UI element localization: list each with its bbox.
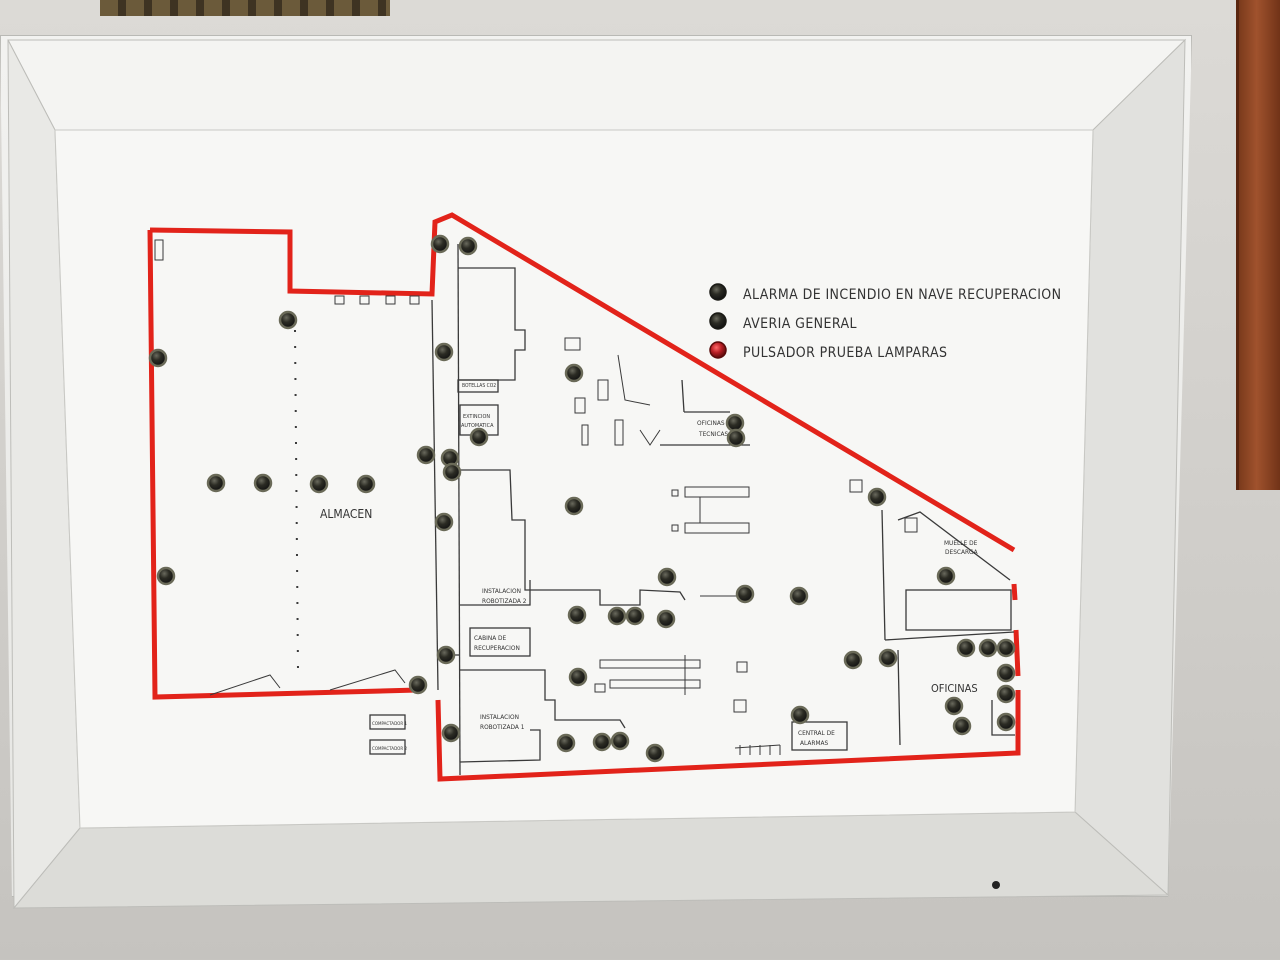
zone-indicator-lamp [309, 474, 329, 494]
zone-indicator-lamp [878, 648, 898, 668]
zone-indicator-lamp [592, 732, 612, 752]
zone-indicator-lamp [568, 667, 588, 687]
zone-indicator-lamp [789, 586, 809, 606]
label-compactador-2: COMPACTADOR 2 [372, 746, 407, 752]
label-compactador-1: COMPACTADOR 1 [372, 721, 407, 727]
zone-indicator-lamp [625, 606, 645, 626]
frame-screw [992, 881, 1000, 889]
zone-indicator-lamp [952, 716, 972, 736]
zone-indicator-lamp [434, 512, 454, 532]
zone-indicator-lamp [567, 605, 587, 625]
zone-indicator-lamp [726, 428, 746, 448]
zone-indicator-lamp [253, 473, 273, 493]
zone-indicator-lamp [148, 348, 168, 368]
zone-indicator-lamp [441, 723, 461, 743]
zone-indicator-lamp [956, 638, 976, 658]
zone-indicator-lamp [278, 310, 298, 330]
label-central-2: ALARMAS [800, 739, 829, 747]
lamp-test-button[interactable] [709, 341, 727, 359]
zone-indicator-lamp [556, 733, 576, 753]
zone-indicator-lamp [469, 427, 489, 447]
zone-indicator-lamp [564, 363, 584, 383]
legend: ALARMA DE INCENDIO EN NAVE RECUPERACION … [709, 283, 1061, 361]
zone-indicator-lamp [996, 663, 1016, 683]
wall-object [100, 0, 390, 16]
zone-indicator-lamp [416, 445, 436, 465]
boundary-line [149, 212, 1016, 553]
label-extincion-2: AUTOMATICA [461, 423, 494, 429]
zone-indicator-lamp [790, 705, 810, 725]
label-botellas: BOTELLAS CO2 [462, 383, 496, 389]
label-robot2-1: INSTALACION [482, 587, 521, 595]
zone-indicator-lamp [645, 743, 665, 763]
area-labels: ALMACEN BOTELLAS CO2 EXTINCION AUTOMATIC… [320, 383, 978, 752]
label-extincion-1: EXTINCION [463, 414, 490, 420]
zone-indicator-lamp [996, 684, 1016, 704]
zone-indicator-lamp [944, 696, 964, 716]
zone-indicator-lamp [156, 566, 176, 586]
boundary-line-left [147, 229, 419, 700]
zone-indicator-lamp [996, 712, 1016, 732]
frame-top-bevel [7, 39, 1187, 131]
wooden-frame-edge [1236, 0, 1280, 490]
zone-indicator-lamp [735, 584, 755, 604]
zone-indicator-lamp [867, 487, 887, 507]
zone-indicator-lamp [442, 462, 462, 482]
label-cabina-1: CABINA DE [474, 634, 507, 642]
zone-indicator-lamp [936, 566, 956, 586]
zone-indicator-lamp [436, 645, 456, 665]
label-oficinas-tecnicas-2: TECNICAS [698, 430, 729, 438]
zone-indicator-lamp [610, 731, 630, 751]
boundary-line-right [1013, 629, 1021, 677]
zone-indicator-lamp [206, 473, 226, 493]
label-robot2-2: ROBOTIZADA 2 [482, 597, 527, 605]
zone-indicator-lamp [725, 413, 745, 433]
zone-indicator-lamp [843, 650, 863, 670]
plan-panel [54, 129, 1094, 829]
legend-label-fire-alarm: ALARMA DE INCENDIO EN NAVE RECUPERACION [743, 287, 1061, 303]
zone-indicator-lamp [430, 234, 450, 254]
label-robot1-2: ROBOTIZADA 1 [480, 723, 525, 731]
zone-indicator-lamp [356, 474, 376, 494]
label-almacen: ALMACEN [320, 507, 372, 521]
label-muelle-1: MUELLE DE [944, 539, 978, 547]
legend-lamp-general-fault [709, 312, 727, 330]
label-robot1-1: INSTALACION [480, 713, 519, 721]
zone-indicator-lamp [434, 342, 454, 362]
machinery-details [154, 239, 918, 755]
label-central-1: CENTRAL DE [798, 729, 835, 737]
zone-indicator-lamp [657, 567, 677, 587]
boundary-line-bottom [435, 690, 1021, 782]
zone-indicator-lamp [607, 606, 627, 626]
label-oficinas-tecnicas-1: OFICINAS [697, 419, 725, 427]
zone-indicator-lamp [996, 638, 1016, 658]
internal-walls [369, 243, 1015, 776]
legend-lamp-fire-alarm [709, 283, 727, 301]
zone-indicator-lamp [564, 496, 584, 516]
zone-indicator-lamp [978, 638, 998, 658]
label-cabina-2: RECUPERACION [474, 644, 520, 652]
label-muelle-2: DESCARGA [945, 548, 978, 556]
legend-label-lamp-test: PULSADOR PRUEBA LAMPARAS [743, 345, 947, 361]
legend-label-general-fault: AVERIA GENERAL [743, 316, 857, 332]
plan-lamps [148, 234, 1016, 763]
label-oficinas: OFICINAS [931, 682, 978, 695]
zone-indicator-lamp [656, 609, 676, 629]
boundary-line-right-2 [1011, 583, 1018, 601]
zone-indicator-lamp [458, 236, 478, 256]
zone-indicator-lamp [408, 675, 428, 695]
